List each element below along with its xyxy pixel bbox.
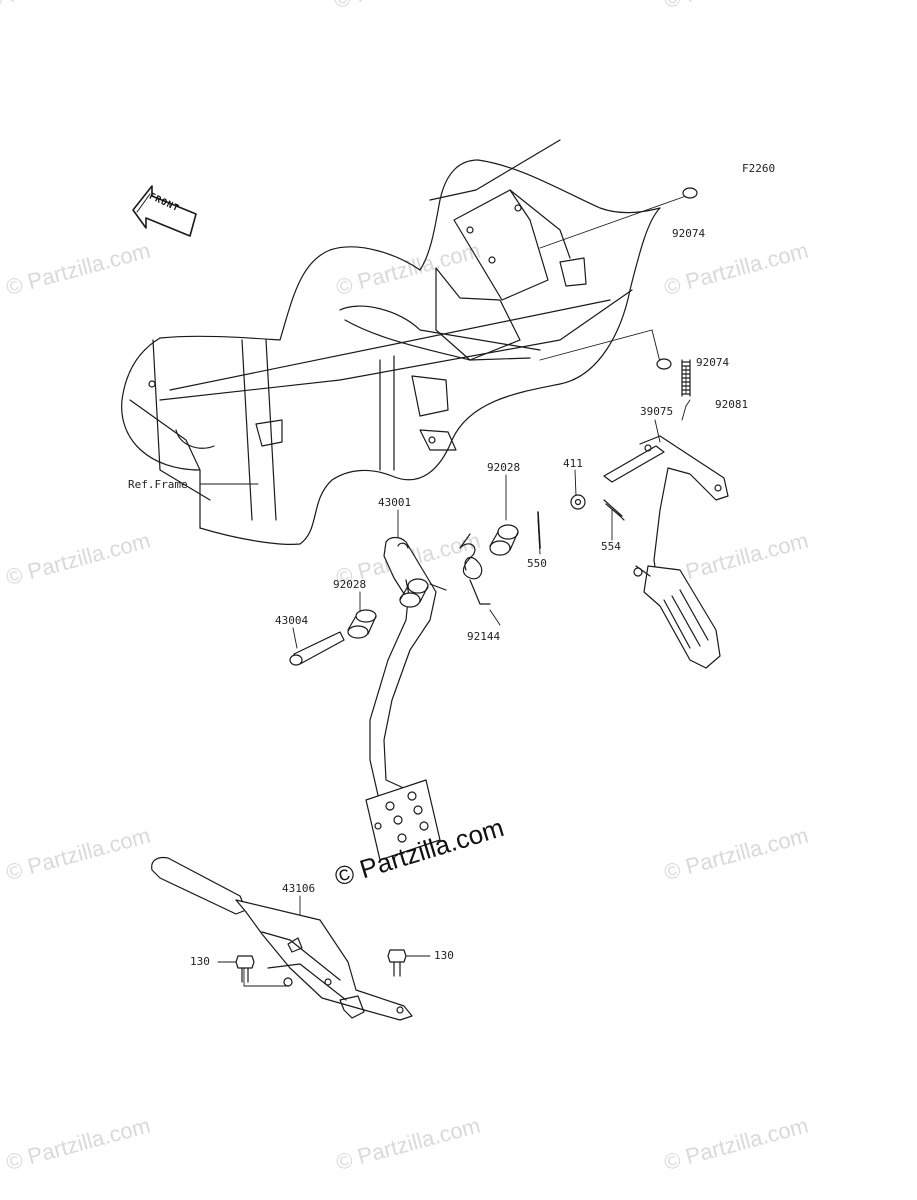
callout-92028-lower: 92028: [333, 578, 367, 591]
bushing-92028-upper: [489, 524, 519, 556]
cap-92074-lower: [656, 358, 672, 370]
callout-130-left: 130: [190, 955, 210, 968]
callout-411: 411: [563, 457, 583, 470]
ref-frame-label: Ref.Frame: [128, 478, 188, 491]
callout-92081: 92081: [715, 398, 749, 411]
bolt-130-left: [235, 955, 255, 983]
callout-39075: 39075: [640, 405, 674, 418]
callout-550: 550: [527, 557, 547, 570]
callout-43106: 43106: [282, 882, 316, 895]
pin-550: [537, 511, 541, 549]
pin-43004: [289, 631, 345, 666]
cap-92074-upper: [682, 187, 698, 199]
cotter-pin-554: [603, 499, 625, 521]
frame-assembly: [121, 139, 661, 545]
callout-130-right: 130: [434, 949, 454, 962]
pedal-bushing: [399, 578, 429, 608]
spring-92144: [459, 533, 491, 605]
front-arrow-icon: [132, 185, 197, 237]
accel-pedal-39075: [603, 435, 729, 669]
bolt-130-right: [387, 949, 407, 977]
callout-43004: 43004: [275, 614, 309, 627]
callout-92074-lower: 92074: [696, 356, 730, 369]
callout-554: 554: [601, 540, 621, 553]
callout-43001: 43001: [378, 496, 412, 509]
brake-pedal-43001: [365, 536, 447, 861]
callout-92144: 92144: [467, 630, 501, 643]
leader-lines: [199, 195, 691, 987]
washer-411: [570, 494, 586, 510]
bushing-92028-lower: [347, 609, 377, 639]
callout-92028-upper: 92028: [487, 461, 521, 474]
parking-lever-43106: [151, 856, 413, 1021]
spring-92081: [681, 359, 691, 397]
callout-92074-upper: 92074: [672, 227, 706, 240]
figure-code: F2260: [742, 162, 776, 175]
